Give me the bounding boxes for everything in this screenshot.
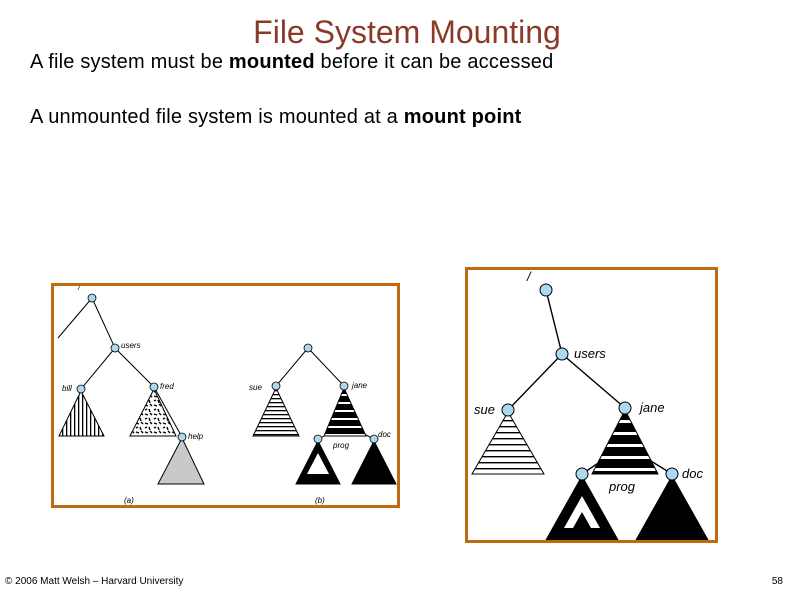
- page-number: 58: [772, 576, 783, 587]
- root-label: /: [77, 286, 81, 292]
- doc-node: [370, 435, 378, 443]
- doc-label: doc: [378, 430, 391, 439]
- root-node: [540, 284, 552, 296]
- figure-before-mount: / users bill fred help sue jane prog doc…: [51, 283, 400, 508]
- figure-after-mount: / users sue jane prog doc: [465, 267, 718, 543]
- caption-b: (b): [315, 496, 325, 505]
- caption-a: (a): [124, 496, 134, 505]
- bullet-bold-term: mounted: [229, 51, 315, 73]
- doc-node: [666, 468, 678, 480]
- root-label: /: [526, 270, 532, 284]
- root-node: [88, 294, 96, 302]
- users-label: users: [574, 346, 606, 361]
- help-node: [178, 433, 186, 441]
- bullet-text: A file system must be: [30, 51, 229, 73]
- users-node: [556, 348, 568, 360]
- slide-title: File System Mounting: [0, 14, 794, 51]
- help-label: help: [188, 432, 204, 441]
- doc-subtree: [636, 476, 708, 540]
- sue-label: sue: [249, 383, 262, 392]
- sue-subtree: [472, 412, 544, 474]
- copyright-footer: © 2006 Matt Welsh – Harvard University: [5, 576, 183, 587]
- volume-root-node: [304, 344, 312, 352]
- doc-label: doc: [682, 466, 703, 481]
- jane-label: jane: [351, 381, 368, 390]
- tree-diagram-mounted: / users sue jane prog doc: [468, 270, 715, 540]
- prog-node: [314, 435, 322, 443]
- fred-node: [150, 383, 158, 391]
- prog-node: [576, 468, 588, 480]
- bullet-mount-point: A unmounted file system is mounted at a …: [30, 106, 521, 129]
- fred-label: fred: [160, 382, 174, 391]
- users-label: users: [121, 341, 141, 350]
- jane-subtree: [592, 410, 658, 474]
- sue-subtree: [253, 388, 299, 436]
- bullet-mounted: A file system must be mounted before it …: [30, 51, 553, 74]
- bill-subtree: [59, 391, 104, 436]
- jane-label: jane: [638, 400, 665, 415]
- tree-diagram-before: / users bill fred help sue jane prog doc…: [54, 286, 397, 505]
- sue-node: [272, 382, 280, 390]
- bullet-text: before it can be accessed: [315, 51, 554, 73]
- sue-label: sue: [474, 402, 495, 417]
- doc-subtree: [352, 441, 396, 484]
- help-subtree: [158, 438, 204, 484]
- jane-node: [619, 402, 631, 414]
- bullet-bold-term: mount point: [404, 106, 522, 128]
- users-node: [111, 344, 119, 352]
- bullet-text: A unmounted file system is mounted at a: [30, 106, 404, 128]
- bill-label: bill: [62, 384, 72, 393]
- jane-subtree: [324, 388, 366, 436]
- bill-node: [77, 385, 85, 393]
- prog-label: prog: [608, 479, 636, 494]
- fred-subtree: [130, 389, 176, 436]
- prog-label: prog: [332, 441, 350, 450]
- sue-node: [502, 404, 514, 416]
- jane-node: [340, 382, 348, 390]
